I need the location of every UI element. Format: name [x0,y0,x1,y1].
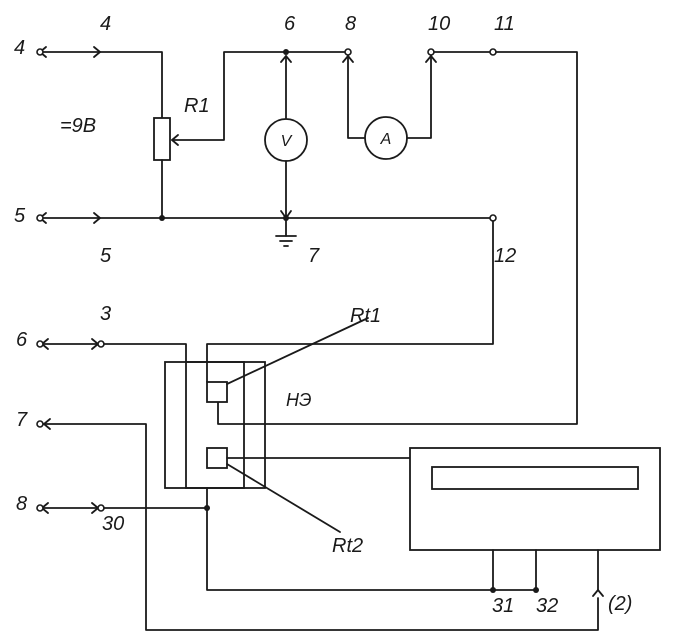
terminal-4[interactable] [36,48,44,56]
terminal-label-7: 7 [16,409,28,431]
ground-icon [275,217,297,247]
wire-12-to-heater [206,220,494,363]
ammeter-lead-right [406,55,432,139]
terminal-label-5: 5 [14,205,26,227]
node-label-3: 3 [100,303,111,325]
terminal-8[interactable] [36,504,44,512]
node-label-5: 5 [100,245,112,267]
node-label-8: 8 [345,13,356,35]
wire-11-to-rt1 [217,51,578,425]
node-label-7: 7 [308,245,320,267]
ammeter-lead-left [347,55,365,139]
node-label-32: 32 [536,595,558,617]
recorder-device [409,447,661,551]
rt1-sensor [206,381,228,403]
terminal-5[interactable] [36,214,44,222]
heater-inner-block [185,361,245,489]
rt1-label: Rt1 [350,305,381,327]
heater-label: HЭ [286,390,312,410]
r1-label: R1 [184,95,210,117]
input-line-5 [39,212,101,224]
input-line-4 [39,46,101,58]
rt1-leader [226,317,369,385]
ammeter-label: A [380,131,392,148]
r1-wiper-arrow [171,134,179,146]
node-label-4: 4 [100,13,111,35]
rt2-label: Rt2 [332,535,363,557]
r1-wiper-wire [171,51,287,141]
ammeter-arrow-right [425,55,437,63]
node-8 [344,48,352,56]
node-label-31: 31 [492,595,514,617]
rt2-leader [226,463,341,533]
node-7 [283,215,289,221]
input-line-6 [41,338,99,350]
supply-voltage-label: =9B [60,115,96,137]
arrow-terminal-7 [43,418,51,430]
node-label-11: 11 [494,13,515,35]
heater-outer-block [164,361,266,489]
node-label-2: (2) [608,593,632,615]
node-label-30: 30 [102,513,124,535]
terminal-7[interactable] [36,420,44,428]
wire-heater-to-31 [206,487,494,591]
voltmeter-arrow-top [280,55,292,63]
node-label-6: 6 [284,13,296,35]
terminal-label-4: 4 [14,37,25,59]
wire-4-to-r1 [99,51,163,119]
wire-3-to-heater [103,343,187,363]
recorder-display [431,466,639,490]
node-label-10: 10 [428,13,450,35]
node-6 [283,49,289,55]
rt2-sensor [206,447,228,469]
r1-resistor [153,117,171,161]
node-bus-r1 [159,215,165,221]
arrow-node-2 [592,589,604,597]
terminal-label-8: 8 [16,493,27,515]
voltmeter-label: V [281,133,293,150]
node-label-12: 12 [494,245,516,267]
terminal-label-6: 6 [16,329,28,351]
input-line-8 [41,502,99,514]
terminal-6[interactable] [36,340,44,348]
ammeter-arrow-left [342,55,354,63]
wire-terminal-7 [43,423,599,631]
